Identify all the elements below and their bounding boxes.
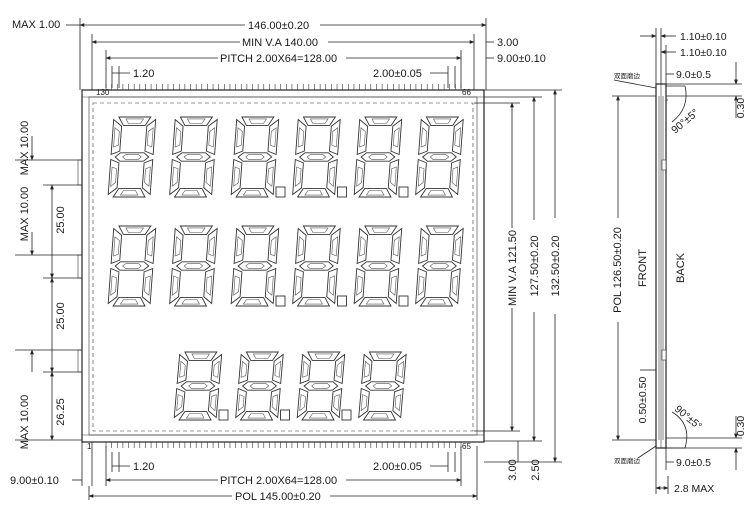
digit [169, 225, 218, 307]
viewing-area [92, 102, 474, 432]
side-angle-top: 90°±5° [669, 107, 701, 137]
digit [173, 351, 229, 421]
digit [358, 351, 407, 421]
front-view: 130 66 1 65 [81, 84, 485, 451]
dim-right-offset: 9.00±0.10 [497, 53, 546, 65]
dim-right-gap: 3.00 [497, 37, 518, 49]
dim-overall-width: 146.00±0.20 [248, 20, 309, 32]
dim-max-left-3: MAX 10.00 [19, 395, 31, 449]
side-w-bottom: 9.0±0.5 [676, 457, 711, 469]
left-dimensions: MAX 10.00 MAX 10.00 25.00 25.00 MAX 10.0… [10, 121, 93, 487]
side-front: FRONT [637, 249, 649, 287]
dim-25-b: 25.00 [55, 302, 67, 330]
dim-min-va: MIN V.A 140.00 [242, 37, 318, 49]
dim-max-left-1: MAX 10.00 [19, 121, 31, 175]
dim-bottom-2-5: 2.50 [530, 459, 542, 480]
seven-segment-digits [107, 116, 464, 421]
pin-label-top-left: 130 [96, 88, 110, 97]
top-dimensions: MAX 1.00 146.00±0.20 MIN V.A 140.00 3.00… [12, 18, 546, 90]
digit [107, 225, 157, 307]
dim-bottom-3: 3.00 [507, 459, 519, 480]
digit [169, 116, 218, 198]
dim-max-1: MAX 1.00 [12, 19, 60, 31]
digit [415, 225, 464, 307]
pin-label-bottom-right: 65 [462, 442, 471, 451]
side-r-bottom: 0.30 [735, 416, 747, 437]
dim-pol-bottom: POL 145.00±0.20 [235, 491, 321, 503]
digit [107, 116, 157, 198]
dim-min-va-vertical: MIN V.A 121.50 [507, 230, 519, 306]
dim-pitch-top: PITCH 2.00X64=128.00 [220, 53, 337, 65]
side-note-top: 双面磨边 [614, 71, 641, 80]
digit [353, 116, 409, 198]
dim-outer-127: 127.50±0.20 [529, 235, 541, 296]
side-view: 1.10±0.10 1.10±0.10 双面磨边 9.0±0.5 90°±5° … [612, 28, 747, 495]
top-pin-row [105, 84, 462, 90]
right-dimensions: MIN V.A 121.50 127.50±0.20 132.50±0.20 3… [474, 89, 562, 481]
side-step: 0.50±0.50 [637, 377, 649, 424]
dim-pin-tol-top: 2.00±0.05 [373, 68, 422, 80]
side-angle-bottom: 90°±5° [672, 403, 704, 433]
digit [235, 351, 290, 421]
side-max-thickness: 2.8 MAX [674, 483, 714, 495]
dim-pin-tol-bottom: 2.00±0.05 [373, 461, 422, 473]
dim-26-25: 26.25 [55, 398, 67, 426]
pin-label-bottom-left: 1 [87, 442, 92, 451]
digit [230, 225, 286, 307]
side-pol: POL 126.50±0.20 [612, 227, 624, 313]
dim-25-a: 25.00 [55, 206, 67, 234]
bottom-pin-row [105, 442, 462, 448]
digit [292, 116, 347, 198]
bottom-dimensions: 1.20 2.00±0.05 PITCH 2.00X64=128.00 POL … [88, 446, 478, 503]
side-t1: 1.10±0.10 [680, 31, 727, 43]
side-t2: 1.10±0.10 [680, 47, 727, 59]
dim-outer-132: 132.50±0.20 [550, 235, 562, 296]
digit [296, 351, 352, 421]
dim-pin-width-top: 1.20 [133, 68, 154, 80]
dim-left-offset: 9.00±0.10 [10, 475, 59, 487]
digit [415, 116, 464, 198]
side-back: BACK [675, 252, 687, 283]
dim-max-left-2: MAX 10.00 [19, 187, 31, 241]
side-note-bottom: 双面磨边 [614, 456, 641, 465]
dim-pin-width-bottom: 1.20 [133, 461, 154, 473]
digit [230, 116, 286, 198]
side-w-top: 9.0±0.5 [676, 69, 711, 81]
digit [292, 225, 347, 307]
side-r-top: 0.30 [735, 98, 747, 119]
pin-label-top-right: 66 [462, 88, 471, 97]
dim-pitch-bottom: PITCH 2.00X64=128.00 [220, 475, 337, 487]
digit [353, 225, 409, 307]
